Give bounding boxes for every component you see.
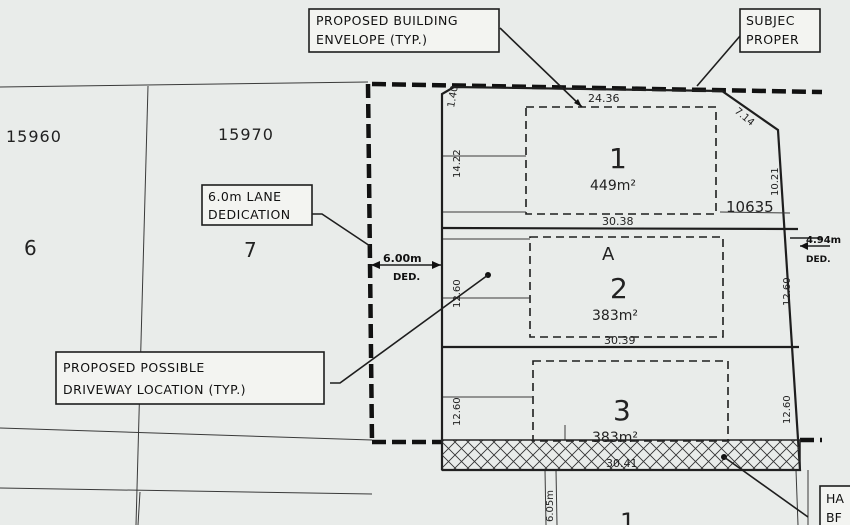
lot-left: 6 xyxy=(24,236,37,260)
dim-corner-left: 1.40 xyxy=(446,85,461,109)
dim-lot1-bottom: 30.38 xyxy=(602,215,634,228)
dim-lot1-left: 14.22 xyxy=(452,149,463,178)
hatched-easement xyxy=(441,439,801,471)
dim-bottom-vertical: 6.05m xyxy=(545,490,556,522)
lot3-number: 3 xyxy=(613,394,631,427)
callout-lane-dedication: 6.0m LANE DEDICATION xyxy=(201,184,313,226)
building-envelopes xyxy=(525,106,729,442)
svg-text:ENVELOPE (TYP.): ENVELOPE (TYP.) xyxy=(316,32,428,47)
dim-right-ded-width: 4.94m xyxy=(806,235,841,246)
lot2-number: 2 xyxy=(610,272,628,305)
lot2-area: 383m² xyxy=(592,308,638,324)
svg-text:PROPOSED POSSIBLE: PROPOSED POSSIBLE xyxy=(63,360,205,375)
address-subject: 10635 xyxy=(726,198,774,216)
dim-lane-width: 6.00m xyxy=(383,252,422,265)
lot1-number: 1 xyxy=(609,142,627,175)
lot-mid: 7 xyxy=(244,238,257,262)
bottom-lot-number: 1 xyxy=(620,508,635,525)
dim-lot2-right: 12.60 xyxy=(782,277,793,306)
svg-text:6.0m LANE: 6.0m LANE xyxy=(208,189,282,204)
svg-text:DEDICATION: DEDICATION xyxy=(208,207,291,222)
lot1-area: 449m² xyxy=(590,178,636,194)
dim-top-width: 24.36 xyxy=(588,92,620,105)
dim-lot3-right: 12.60 xyxy=(782,395,793,424)
svg-text:DRIVEWAY LOCATION (TYP.): DRIVEWAY LOCATION (TYP.) xyxy=(63,382,246,397)
lot-labels: 1 449m² 2 383m² 3 383m² A xyxy=(590,142,638,446)
callout-building-envelope: PROPOSED BUILDING ENVELOPE (TYP.) xyxy=(308,8,500,53)
dim-lane-ded: DED. xyxy=(393,272,420,283)
dim-corner-right: 7.14 xyxy=(732,106,756,129)
dim-lot3-left: 12.60 xyxy=(452,397,463,426)
lot3-area: 383m² xyxy=(592,430,638,446)
neighbor-parcel-lines xyxy=(0,81,809,525)
dim-lot2-bottom: 30.39 xyxy=(604,334,636,347)
svg-text:BF: BF xyxy=(826,510,842,525)
dim-lot2-left: 12.60 xyxy=(452,279,463,308)
callout-bottom-right: HA BF xyxy=(819,485,850,525)
svg-text:SUBJEC: SUBJEC xyxy=(746,13,795,28)
callout-leaders xyxy=(312,27,741,247)
svg-text:PROPOSED BUILDING: PROPOSED BUILDING xyxy=(316,13,458,28)
driveway-markers xyxy=(330,272,809,518)
subject-property-boundary xyxy=(365,81,823,445)
callout-subject-property: SUBJEC PROPER xyxy=(739,8,821,53)
dim-right-ded: DED. xyxy=(806,255,831,265)
right-dedication-dimension: 4.94m DED. xyxy=(800,235,841,265)
svg-text:HA: HA xyxy=(826,491,844,506)
svg-text:PROPER: PROPER xyxy=(746,32,799,47)
parcel-label: A xyxy=(602,244,615,265)
address-mid: 15970 xyxy=(218,125,274,144)
dim-lot1-right: 10.21 xyxy=(770,167,781,196)
lane-width-dimension: 6.00m DED. xyxy=(371,252,441,283)
dim-lot3-bottom: 30.41 xyxy=(606,457,638,470)
neighbor-labels: 15960 15970 6 7 10635 xyxy=(6,125,774,262)
callout-driveway: PROPOSED POSSIBLE DRIVEWAY LOCATION (TYP… xyxy=(55,351,325,405)
address-left: 15960 xyxy=(6,127,62,146)
